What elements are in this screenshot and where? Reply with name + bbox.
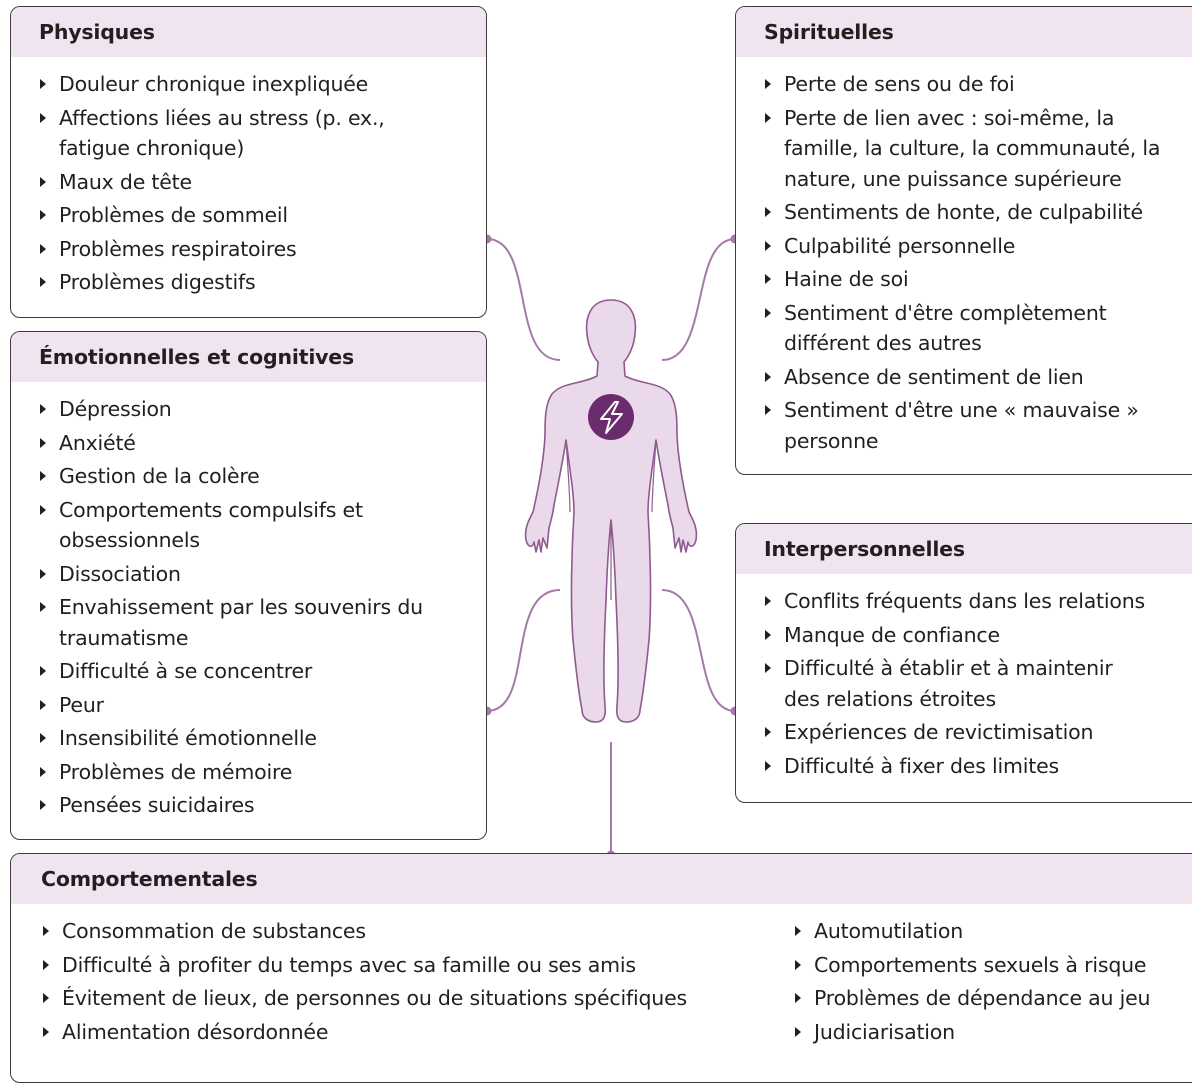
category-title: Physiques <box>11 7 486 57</box>
category-title: Comportementales <box>11 854 1192 904</box>
list-item: Problèmes de mémoire <box>36 757 486 788</box>
list-item: Manque de confiance <box>761 620 1192 651</box>
list-item: Douleur chronique inexpliquée <box>36 69 486 100</box>
connector-interpersonnelles <box>661 589 736 712</box>
list-item: Difficulté à fixer des limites <box>761 751 1192 782</box>
category-columns: Consommation de substances Difficulté à … <box>11 904 1192 1050</box>
category-list: Conflits fréquents dans les relations Ma… <box>736 574 1192 781</box>
connector-physiques <box>486 238 561 361</box>
list-item: Dissociation <box>36 559 486 590</box>
list-item: Problèmes de sommeil <box>36 200 486 231</box>
list-item: Alimentation désordonnée <box>39 1017 791 1048</box>
connector-spirituelles <box>661 238 736 361</box>
list-item: Sentiment d'être complètement différent … <box>761 298 1154 359</box>
list-item: Insensibilité émotionnelle <box>36 723 486 754</box>
list-item: Problèmes de dépendance au jeu <box>791 983 1151 1014</box>
connector-emotionnelles <box>486 589 561 712</box>
category-box-physiques: Physiques Douleur chronique inexpliquée … <box>10 6 487 318</box>
list-item: Perte de lien avec : soi-même, la famill… <box>761 103 1192 195</box>
list-item: Envahissement par les souvenirs du traum… <box>36 592 429 653</box>
list-item: Évitement de lieux, de personnes ou de s… <box>39 983 791 1014</box>
list-item: Automutilation <box>791 916 1150 947</box>
list-item: Problèmes digestifs <box>36 267 486 298</box>
diagram-figure <box>482 234 740 860</box>
list-item: Consommation de substances <box>39 916 791 947</box>
category-box-interpersonnelles: Interpersonnelles Conflits fréquents dan… <box>735 523 1192 803</box>
category-list-col1: Consommation de substances Difficulté à … <box>11 904 791 1050</box>
list-item: Difficulté à profiter du temps avec sa f… <box>39 950 791 981</box>
category-box-spirituelles: Spirituelles Perte de sens ou de foi Per… <box>735 6 1192 475</box>
category-list: Dépression Anxiété Gestion de la colère … <box>11 382 486 821</box>
list-item: Sentiments de honte, de culpabilité <box>761 197 1192 228</box>
list-item: Pensées suicidaires <box>36 790 486 821</box>
category-list-col2: Automutilation Comportements sexuels à r… <box>791 904 1151 1050</box>
list-item: Maux de tête <box>36 167 486 198</box>
category-list: Perte de sens ou de foi Perte de lien av… <box>736 57 1192 456</box>
list-item: Gestion de la colère <box>36 461 486 492</box>
category-title: Interpersonnelles <box>736 524 1192 574</box>
list-item: Dépression <box>36 394 486 425</box>
list-item: Anxiété <box>36 428 486 459</box>
list-item: Problèmes respiratoires <box>36 234 486 265</box>
list-item: Haine de soi <box>761 264 1192 295</box>
list-item: Expériences de revictimisation <box>761 717 1192 748</box>
category-list: Douleur chronique inexpliquée Affections… <box>11 57 486 298</box>
list-item: Conflits fréquents dans les relations <box>761 586 1192 617</box>
list-item: Comportements compulsifs et obsessionnel… <box>36 495 379 556</box>
list-item: Affections liées au stress (p. ex., fati… <box>36 103 399 164</box>
list-item: Difficulté à se concentrer <box>36 656 486 687</box>
human-body-figure <box>524 299 698 723</box>
body-detail-lines <box>565 439 657 600</box>
list-item: Difficulté à établir et à maintenir des … <box>761 653 1154 714</box>
list-item: Peur <box>36 690 486 721</box>
list-item: Culpabilité personnelle <box>761 231 1192 262</box>
category-box-comportementales: Comportementales Consommation de substan… <box>10 853 1192 1083</box>
list-item: Sentiment d'être une « mauvaise » person… <box>761 395 1174 456</box>
human-body-silhouette <box>524 299 698 723</box>
list-item: Perte de sens ou de foi <box>761 69 1192 100</box>
category-box-emotionnelles: Émotionnelles et cognitives Dépression A… <box>10 331 487 840</box>
category-title: Émotionnelles et cognitives <box>11 332 486 382</box>
list-item: Absence de sentiment de lien <box>761 362 1192 393</box>
lightning-bolt-icon <box>588 394 634 440</box>
list-item: Judiciarisation <box>791 1017 1150 1048</box>
category-title: Spirituelles <box>736 7 1192 57</box>
list-item: Comportements sexuels à risque <box>791 950 1150 981</box>
connectors <box>486 238 736 855</box>
